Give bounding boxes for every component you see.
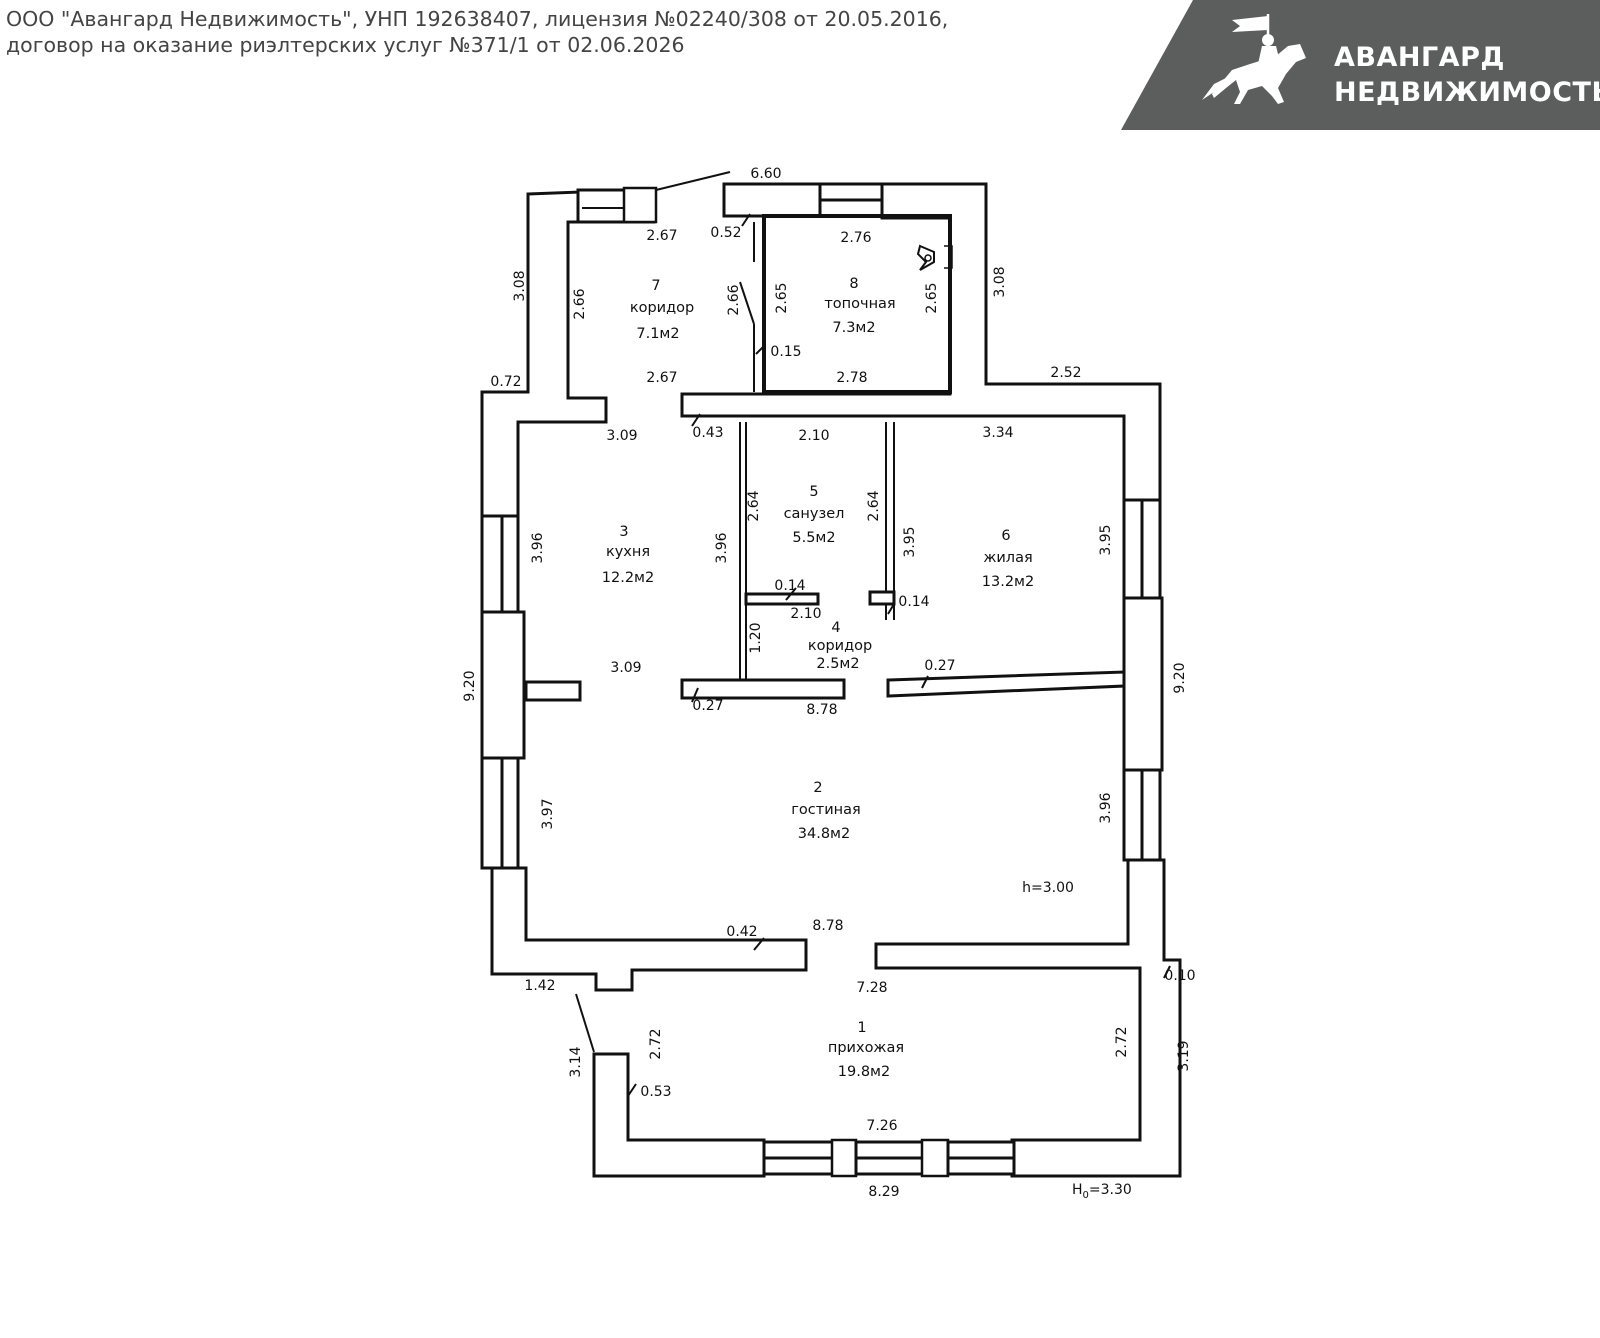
dim-r7-top: 2.67	[646, 228, 677, 244]
legal-header-line2: договор на оказание риэлтерских услуг №3…	[6, 33, 685, 57]
dim-wall-010: 0.10	[1164, 968, 1195, 984]
dim-outer-left-top: 3.08	[512, 270, 528, 301]
dim-left-ledge: 0.72	[490, 374, 521, 390]
vertical-dimension-labels: 3.08 2.66 2.66 2.65 2.65 3.08 3.96 3.96 …	[462, 266, 1192, 1077]
dim-living-top: 8.78	[806, 702, 837, 718]
room-7-area: 7.1м2	[636, 326, 679, 342]
room-8-number: 8	[849, 276, 858, 292]
logo-text: АВАНГАРД НЕДВИЖИМОСТЬ	[1334, 40, 1600, 110]
dim-bath-left: 2.64	[746, 490, 762, 521]
dim-corr4-height: 1.20	[748, 622, 764, 653]
room-5-name: санузел	[784, 506, 845, 522]
legal-header-line1: ООО "Авангард Недвижимость", УНП 1926384…	[6, 7, 949, 31]
dim-living-bottom: 8.78	[812, 918, 843, 934]
room-1-area: 19.8м2	[838, 1064, 890, 1080]
dim-hall-right: 2.72	[1114, 1026, 1130, 1057]
legal-header: ООО "Авангард Недвижимость", УНП 1926384…	[6, 6, 948, 58]
room-1-number: 1	[857, 1020, 866, 1036]
dim-hall-left: 2.72	[648, 1028, 664, 1059]
dim-corr4-width: 2.10	[790, 606, 821, 622]
dim-bath-wall-014b: 0.14	[898, 594, 929, 610]
dim-kitchen-top: 3.09	[606, 428, 637, 444]
dim-r7-bottom: 2.67	[646, 370, 677, 386]
room-2-number: 2	[813, 780, 822, 796]
logo-line1: АВАНГАРД	[1334, 42, 1505, 73]
logo-line2: НЕДВИЖИМОСТЬ	[1334, 77, 1600, 108]
room-7-number: 7	[651, 278, 660, 294]
dim-right-ledge: 2.52	[1050, 365, 1081, 381]
dim-bath-top: 2.10	[798, 428, 829, 444]
dim-living-left: 3.97	[540, 798, 556, 829]
dim-top-width: 6.60	[750, 166, 781, 182]
dim-r8-right: 2.65	[924, 282, 940, 313]
dim-wall-027a: 0.27	[692, 698, 723, 714]
room-3-name: кухня	[606, 544, 650, 560]
dim-kitchen-left: 3.96	[530, 532, 546, 563]
dim-r6-top: 3.34	[982, 425, 1013, 441]
dim-r8-top: 2.76	[840, 230, 871, 246]
room-4-name: коридор	[808, 638, 872, 654]
outer-walls	[480, 182, 1182, 1178]
room-2-area: 34.8м2	[798, 826, 850, 842]
dim-outer-319: 3.19	[1176, 1040, 1192, 1071]
dim-bath-wall-014a: 0.14	[774, 578, 805, 594]
dim-kitchen-right: 3.96	[714, 532, 730, 563]
room-7-name: коридор	[630, 300, 694, 316]
dimension-labels: 6.60 2.67 0.52 2.76 0.15 2.67 2.78 0.72 …	[490, 166, 1195, 1201]
room-3-number: 3	[619, 524, 628, 540]
dim-r7-left: 2.66	[572, 288, 588, 319]
dim-bath-right: 2.64	[866, 490, 882, 521]
room-2-name: гостиная	[791, 802, 860, 818]
room-1-name: прихожая	[828, 1040, 904, 1056]
dim-r6-right: 3.95	[1098, 524, 1114, 555]
dim-hall-top: 7.28	[856, 980, 887, 996]
dim-wall-027b: 0.27	[924, 658, 955, 674]
dim-hall-bottom: 7.26	[866, 1118, 897, 1134]
dim-ceiling-height: h=3.00	[1022, 880, 1074, 896]
room-8-name: топочная	[824, 296, 895, 312]
dim-ledge-142: 1.42	[524, 978, 555, 994]
dim-outer-height: H0=3.30	[1072, 1182, 1132, 1201]
room-4-area: 2.5м2	[816, 656, 859, 672]
room-8-area: 7.3м2	[832, 320, 875, 336]
dim-outer-314: 3.14	[568, 1046, 584, 1077]
dim-outer-bottom: 8.29	[868, 1184, 899, 1200]
dim-wall-053: 0.53	[640, 1084, 671, 1100]
room-3-area: 12.2м2	[602, 570, 654, 586]
dim-wall-043: 0.43	[692, 425, 723, 441]
dim-r7-door-side: 2.66	[726, 284, 742, 315]
room-6-number: 6	[1001, 528, 1010, 544]
dim-r8-door: 0.52	[710, 225, 741, 241]
dim-right-total: 9.20	[1172, 662, 1188, 693]
room-5-area: 5.5м2	[792, 530, 835, 546]
dim-outer-right-top: 3.08	[992, 266, 1008, 297]
room-6-area: 13.2м2	[982, 574, 1034, 590]
room-6-name: жилая	[983, 550, 1032, 566]
room-4-number: 4	[831, 620, 840, 636]
dim-r8-left: 2.65	[774, 282, 790, 313]
dim-r8-bottom: 2.78	[836, 370, 867, 386]
dim-r6-left: 3.95	[902, 526, 918, 557]
dim-left-total: 9.20	[462, 670, 478, 701]
interior-walls	[524, 171, 1171, 1097]
room-5-number: 5	[809, 484, 818, 500]
dim-kitchen-bottom: 3.09	[610, 660, 641, 676]
dim-wall-042: 0.42	[726, 924, 757, 940]
dim-r8-wall: 0.15	[770, 344, 801, 360]
dim-living-right: 3.96	[1098, 792, 1114, 823]
